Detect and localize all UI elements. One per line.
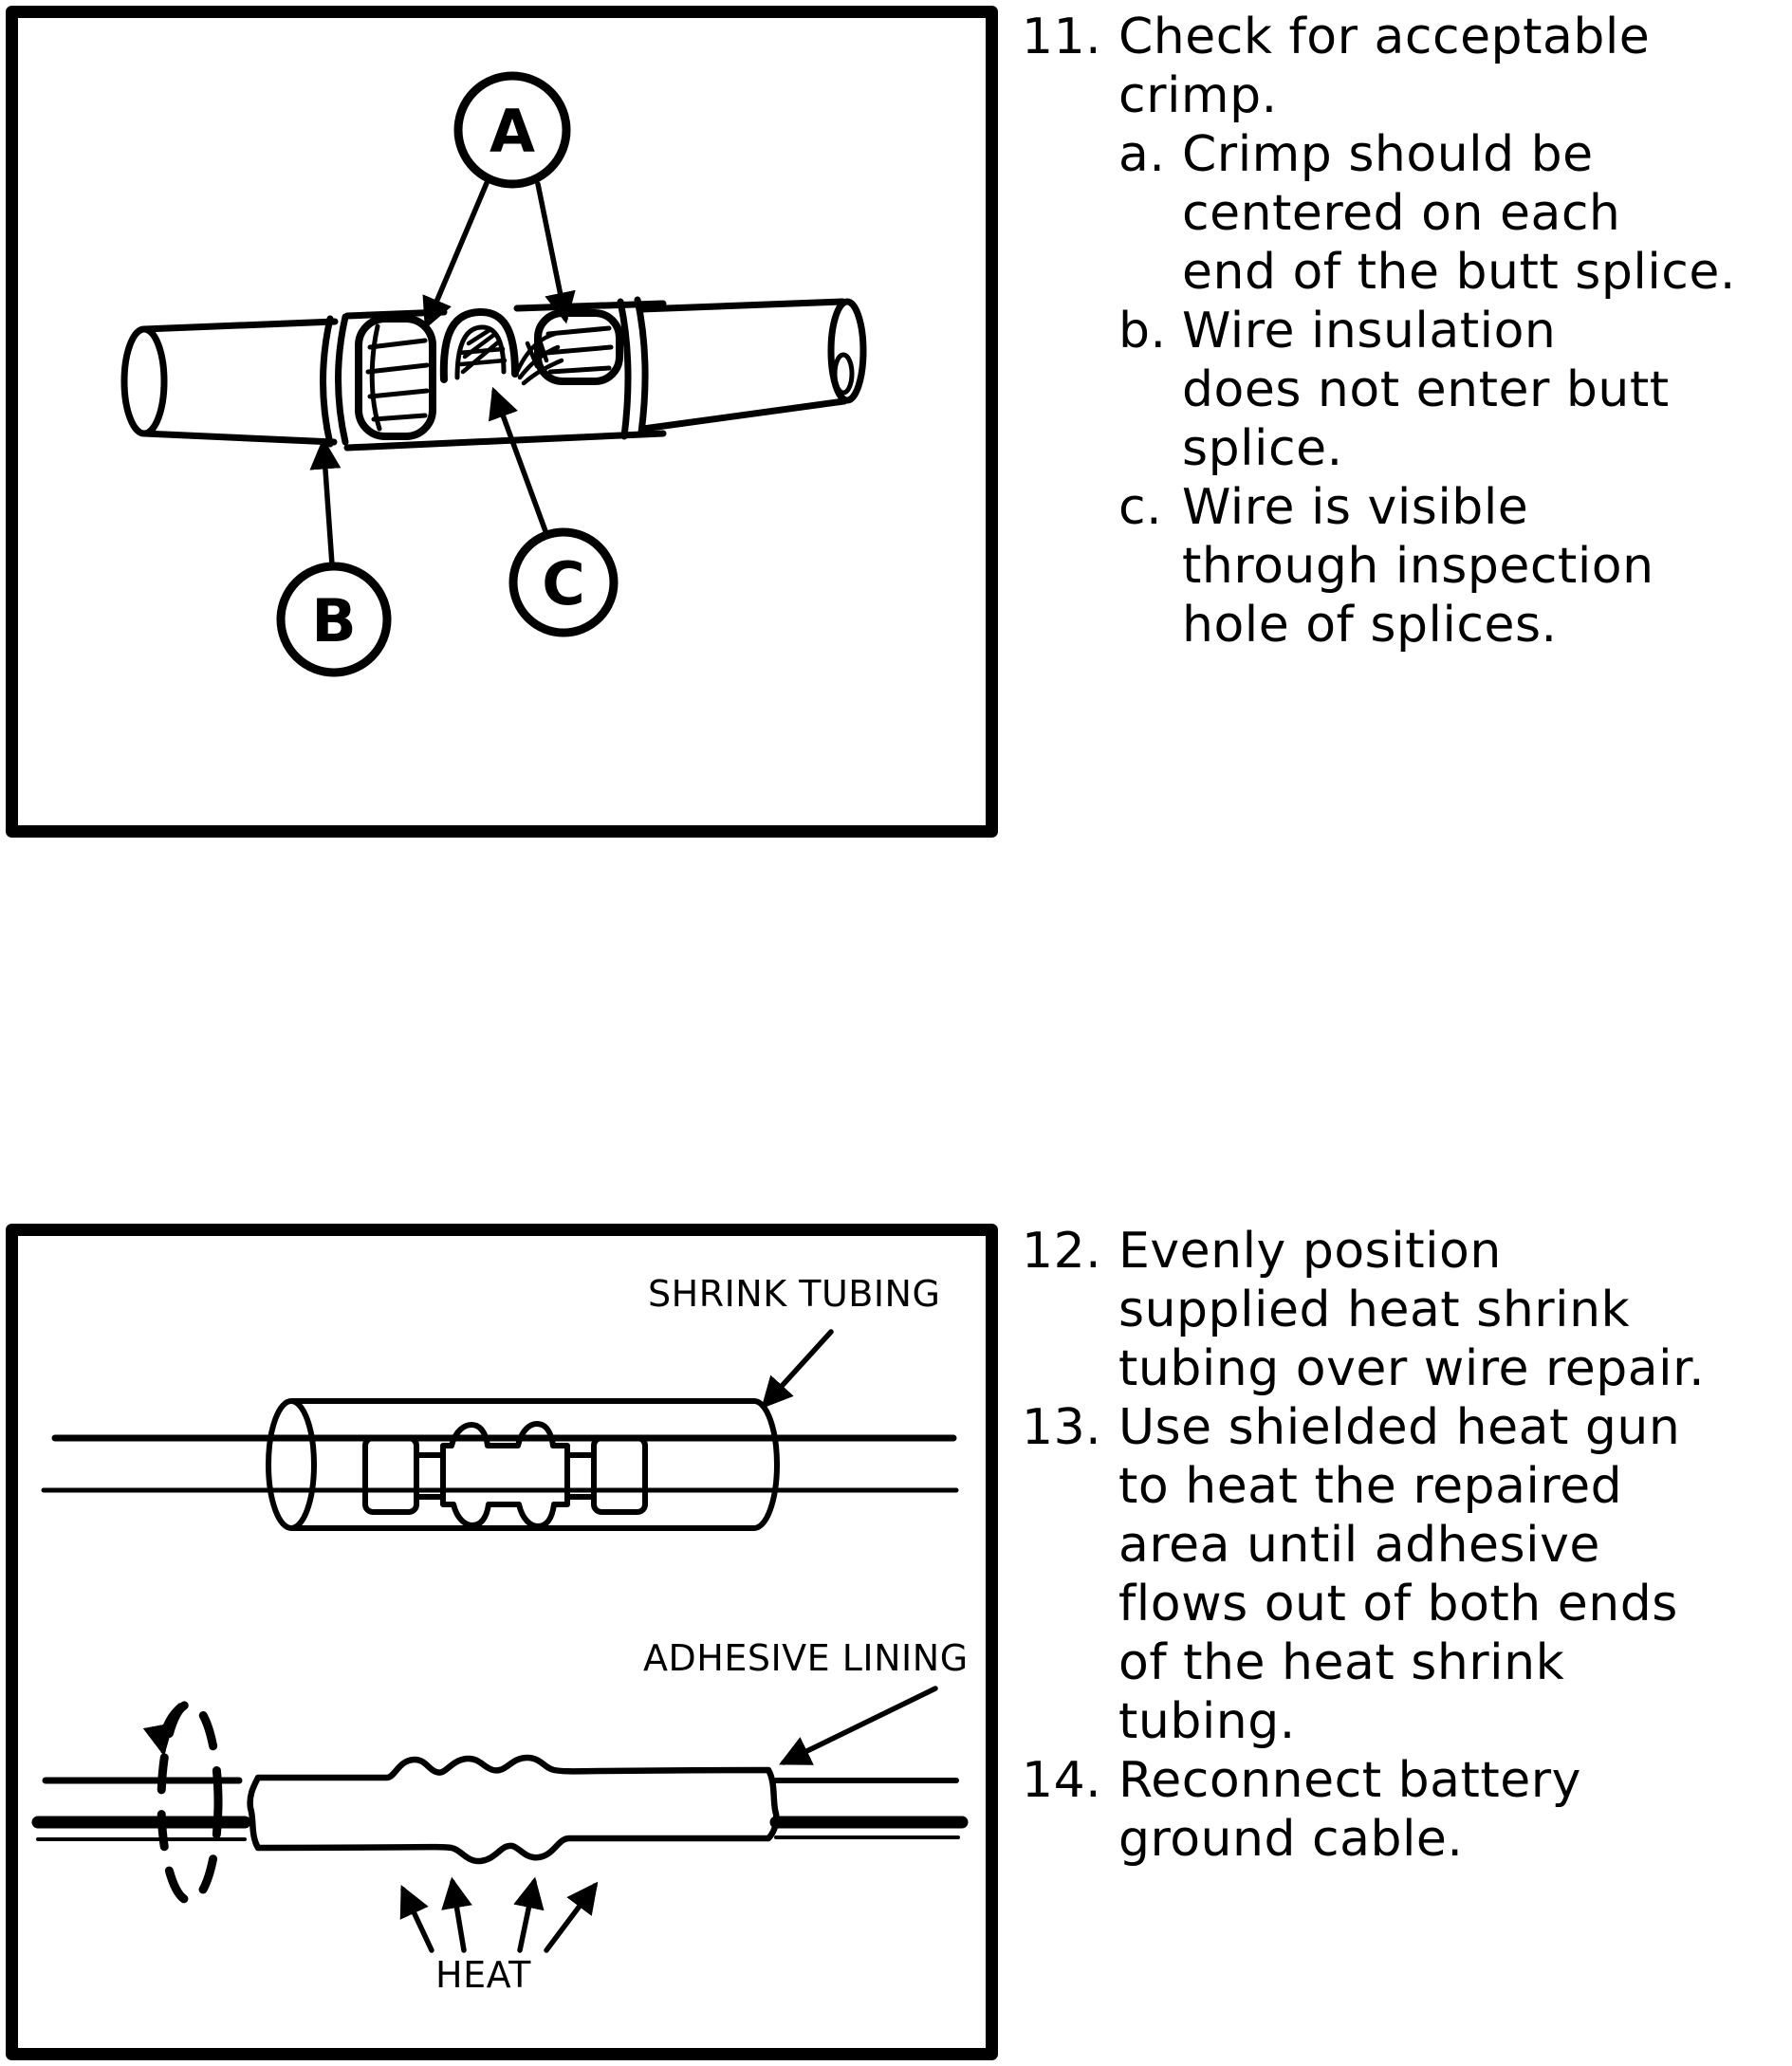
- crimp-window-right: [534, 309, 623, 385]
- step-text-line: through inspection: [1182, 538, 1654, 595]
- left-wire-bottom-edge: [140, 430, 338, 446]
- step-text-line: hole of splices.: [1182, 597, 1558, 654]
- callout-b-letter: B: [311, 586, 356, 655]
- substep-letter: a.: [1118, 126, 1166, 183]
- step-text-line: area until adhesive: [1118, 1517, 1600, 1574]
- heat-arrow-3: [513, 1876, 545, 1953]
- step-11: 11. Check for acceptable crimp. a. Crimp…: [1022, 8, 1792, 655]
- step-11a: a. Crimp should be centered on each end …: [1118, 125, 1792, 302]
- step-text-line: supplied heat shrink: [1118, 1282, 1631, 1338]
- callout-c: C: [488, 386, 619, 637]
- splice-right-sleeve: [591, 1435, 648, 1515]
- step-text-line: Crimp should be: [1182, 126, 1594, 183]
- step-14: 14. Reconnect battery ground cable.: [1022, 1751, 1792, 1869]
- step-number: 14.: [1022, 1752, 1102, 1809]
- callout-a-arrow-left: [422, 180, 490, 330]
- callout-a-arrow-right: [535, 181, 576, 324]
- shrink-tubing-figure: [41, 1329, 959, 1531]
- adhesive-lining-label: ADHESIVE LINING: [643, 1637, 969, 1679]
- step-number: 11.: [1022, 9, 1102, 65]
- crimp-window-left-wire-edge: [369, 323, 382, 432]
- splice-left-sleeve: [362, 1435, 419, 1515]
- step-text-line: centered on each: [1182, 185, 1621, 242]
- shrink-tubing-label: SHRINK TUBING: [648, 1273, 941, 1315]
- step-text-line: Evenly position: [1118, 1223, 1502, 1280]
- left-wire-end-cap: [120, 325, 168, 437]
- step-text-line: tubing.: [1118, 1693, 1296, 1750]
- callout-c-circle: [508, 527, 619, 637]
- step-12: 12. Evenly position supplied heat shrink…: [1022, 1222, 1792, 1398]
- heated-tubing-figure: [31, 1686, 969, 1953]
- callout-a-circle: [453, 71, 571, 189]
- left-wire-top-edge: [140, 318, 339, 333]
- substep-letter: c.: [1118, 479, 1163, 536]
- right-wire-top-edge: [637, 298, 846, 313]
- step-list-12-14: 12. Evenly position supplied heat shrink…: [1022, 1222, 1792, 1869]
- callout-b: B: [276, 437, 392, 677]
- step-list-11: 11. Check for acceptable crimp. a. Crimp…: [1022, 8, 1792, 655]
- callout-c-arrow: [488, 386, 548, 534]
- step-text-line: Reconnect battery: [1118, 1752, 1581, 1809]
- crimp-window-left-serrations: [365, 338, 430, 422]
- callout-b-circle: [276, 562, 392, 677]
- tube-left-opening: [266, 1398, 317, 1531]
- step-text-line: end of the butt splice.: [1182, 244, 1736, 301]
- step-text-line: Check for acceptable: [1118, 9, 1651, 65]
- step-text-line: does not enter butt: [1182, 361, 1670, 418]
- step-text-line: tubing over wire repair.: [1118, 1340, 1706, 1397]
- step-text-line: Wire insulation: [1182, 303, 1557, 360]
- inspection-hole-wire-strands: [456, 327, 508, 375]
- step-number: 12.: [1022, 1223, 1102, 1280]
- step-text-line: splice.: [1182, 420, 1343, 477]
- shrunk-tube-outline: [247, 1754, 780, 1865]
- adhesive-lining-label-arrow: [779, 1686, 938, 1765]
- splice-top-edge: [343, 300, 667, 320]
- splice-necks: [414, 1452, 597, 1500]
- callout-a: A: [422, 71, 576, 330]
- heat-arrows: [399, 1876, 599, 1953]
- step-text-line: crimp.: [1118, 67, 1278, 124]
- shrink-tubing-label-arrow: [761, 1329, 834, 1410]
- right-wire-core: [832, 352, 855, 396]
- top-figure-border: [6, 6, 998, 838]
- right-collar-front: [617, 298, 632, 440]
- step-number: 13.: [1022, 1399, 1102, 1456]
- step-text-line: flows out of both ends: [1118, 1576, 1678, 1633]
- right-collar-back: [634, 296, 649, 436]
- step-13: 13. Use shielded heat gun to heat the re…: [1022, 1398, 1792, 1751]
- callout-c-letter: C: [542, 549, 585, 618]
- callout-b-arrow: [309, 437, 342, 567]
- crimp-window-left: [355, 315, 436, 440]
- inspection-hump-outline: [439, 308, 519, 383]
- step-text-line: to heat the repaired: [1118, 1458, 1623, 1515]
- rotation-arrow: [142, 1703, 183, 1757]
- butt-splice-figure: A B C: [120, 71, 867, 677]
- right-wire-end-cap: [827, 298, 867, 404]
- heat-arrow-2: [441, 1876, 472, 1953]
- step-text-line: Wire is visible: [1182, 479, 1529, 536]
- right-wire-bottom-edge: [639, 397, 848, 433]
- heat-arrow-4: [544, 1881, 599, 1953]
- insulation-ring-back: [335, 313, 349, 446]
- step-text-line: Use shielded heat gun: [1118, 1399, 1681, 1456]
- tube-right-end: [751, 1398, 780, 1531]
- splice-crimped-body: [440, 1421, 570, 1529]
- bottom-figure-border: [6, 1224, 998, 2060]
- heat-arrow-1: [399, 1885, 434, 1953]
- splice-bottom-edge: [343, 430, 667, 452]
- insulation-ring-front: [320, 315, 334, 448]
- callout-a-letter: A: [490, 97, 535, 166]
- substep-letter: b.: [1118, 303, 1167, 360]
- step-11b: b. Wire insulation does not enter butt s…: [1118, 302, 1792, 478]
- step-11c: c. Wire is visible through inspection ho…: [1118, 478, 1792, 655]
- step-text-line: ground cable.: [1118, 1811, 1464, 1868]
- crimp-window-right-serrations: [544, 325, 614, 375]
- rotation-dashed-ellipse: [157, 1699, 223, 1906]
- heat-label: HEAT: [435, 1954, 531, 1996]
- step-text-line: of the heat shrink: [1118, 1634, 1565, 1691]
